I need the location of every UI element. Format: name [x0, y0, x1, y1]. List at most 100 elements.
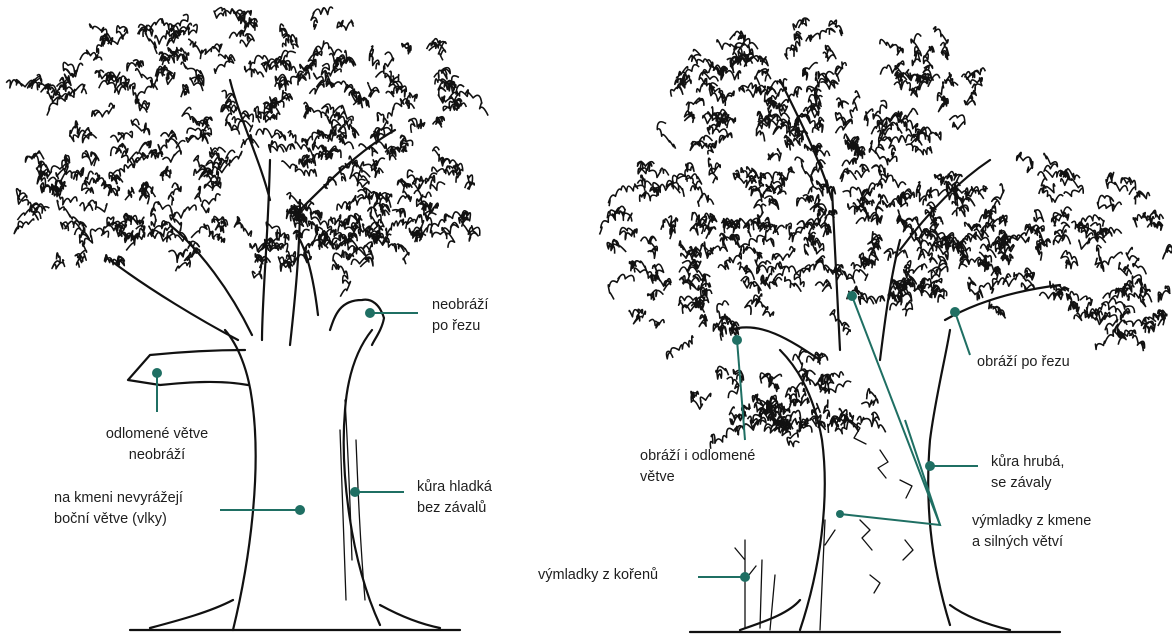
- leaf-scribble: [760, 373, 771, 384]
- leaf-scribble: [160, 167, 171, 181]
- leaf-scribble: [935, 174, 944, 185]
- leaf-scribble: [952, 205, 968, 216]
- leaf-scribble: [912, 50, 921, 66]
- leaf-scribble: [158, 202, 196, 218]
- leaf-scribble: [808, 181, 824, 196]
- right-tree-root-sprouts: [735, 520, 835, 630]
- leaf-scribble: [1158, 286, 1170, 302]
- leaf-scribble: [824, 400, 830, 419]
- label-obrazi-i-odlomene: obráží i odlomené větve: [640, 446, 755, 488]
- left-tree-cut-stub: [330, 300, 384, 345]
- leaf-scribble: [964, 91, 976, 105]
- leaf-scribble: [1036, 240, 1045, 261]
- leaf-scribble: [14, 219, 34, 234]
- leaf-scribble: [1061, 251, 1078, 269]
- leaf-scribble: [151, 202, 160, 226]
- leaf-scribble: [201, 194, 220, 213]
- leaf-scribble: [337, 20, 353, 30]
- leaf-scribble: [1067, 292, 1079, 302]
- leaf-scribble: [787, 430, 799, 446]
- leaf-scribble: [868, 213, 881, 225]
- leaf-scribble: [717, 40, 738, 64]
- label-odlomene-vetve: odlomené větve neobráží: [82, 424, 232, 466]
- leaf-scribble: [850, 91, 860, 118]
- leaf-scribble: [326, 73, 347, 88]
- leaf-scribble: [880, 40, 903, 56]
- leaf-scribble: [783, 399, 801, 414]
- leaf-scribble: [245, 67, 264, 78]
- leaf-scribble: [16, 189, 26, 204]
- leaf-scribble: [386, 219, 407, 235]
- leaf-scribble: [797, 195, 813, 206]
- leaf-scribble: [717, 301, 732, 325]
- left-tree-roots: [130, 600, 460, 630]
- marker-kura-hruba: [925, 461, 935, 471]
- leaf-scribble: [859, 293, 885, 305]
- leaf-scribble: [928, 269, 940, 279]
- leaf-scribble: [754, 185, 771, 213]
- label-vymladky-z-korenu: výmladky z kořenů: [538, 565, 658, 586]
- leaf-scribble: [750, 56, 769, 66]
- leaf-scribble: [669, 225, 675, 240]
- leaf-scribble: [1134, 191, 1149, 204]
- leaf-scribble: [332, 241, 356, 252]
- leaf-scribble: [442, 223, 458, 248]
- leaf-scribble: [61, 221, 81, 235]
- leaf-scribble: [80, 200, 107, 212]
- leaf-scribble: [304, 102, 311, 118]
- leaf-scribble: [708, 141, 717, 155]
- leaf-scribble: [337, 202, 350, 211]
- marker-vymladky-z-korenu: [740, 572, 750, 582]
- leaf-scribble: [278, 91, 292, 108]
- leaf-scribble: [351, 257, 373, 267]
- leaf-scribble: [127, 60, 143, 71]
- leaf-scribble: [649, 319, 664, 327]
- leaf-scribble: [990, 184, 1004, 219]
- leaf-scribble: [125, 188, 134, 201]
- leaf-scribble: [33, 204, 46, 220]
- leaf-scribble: [294, 229, 310, 239]
- leaf-scribble: [855, 164, 869, 177]
- leaf-scribble: [755, 69, 771, 85]
- leaf-scribble: [71, 168, 83, 180]
- leaf-scribble: [641, 236, 658, 258]
- leaf-scribble: [1147, 222, 1162, 230]
- leaf-scribble: [714, 233, 727, 251]
- left-tree-crown: [6, 7, 488, 297]
- leaf-scribble: [409, 118, 425, 132]
- leaf-scribble: [1017, 152, 1033, 172]
- leaf-scribble: [806, 374, 823, 385]
- leaf-scribble: [686, 98, 704, 110]
- leaf-scribble: [698, 194, 714, 207]
- leaf-scribble: [1163, 243, 1172, 259]
- leaf-scribble: [823, 45, 836, 61]
- left-tree-trunk: [225, 330, 380, 630]
- leaf-scribble: [718, 253, 741, 269]
- leaf-scribble: [139, 141, 151, 151]
- right-tree-limbs: [730, 80, 1060, 360]
- leaf-scribble: [917, 248, 937, 264]
- leaf-scribble: [889, 135, 911, 158]
- right-tree-bark-texture: [850, 420, 913, 593]
- leaf-scribble: [1097, 195, 1121, 211]
- leaf-scribble: [949, 115, 965, 129]
- leaf-scribble: [741, 277, 761, 294]
- leaf-scribble: [181, 85, 189, 98]
- leaf-scribble: [686, 174, 703, 196]
- leaf-scribble: [941, 47, 949, 60]
- leaf-scribble: [925, 132, 941, 142]
- leaf-scribble: [1096, 229, 1112, 243]
- leaf-scribble: [182, 107, 209, 132]
- leaf-scribble: [126, 229, 145, 251]
- leaf-scribble: [716, 366, 729, 379]
- leaf-scribble: [189, 39, 201, 53]
- leaf-scribble: [689, 50, 713, 68]
- leaf-scribble: [227, 121, 252, 135]
- leaf-scribble: [454, 90, 488, 116]
- leaf-scribble: [63, 62, 83, 77]
- leaf-scribble: [836, 113, 853, 133]
- leaf-scribble: [791, 32, 802, 49]
- leaf-scribble: [785, 277, 801, 291]
- label-obrazi-po-rezu: obráží po řezu: [977, 352, 1070, 373]
- leaf-scribble: [392, 209, 405, 217]
